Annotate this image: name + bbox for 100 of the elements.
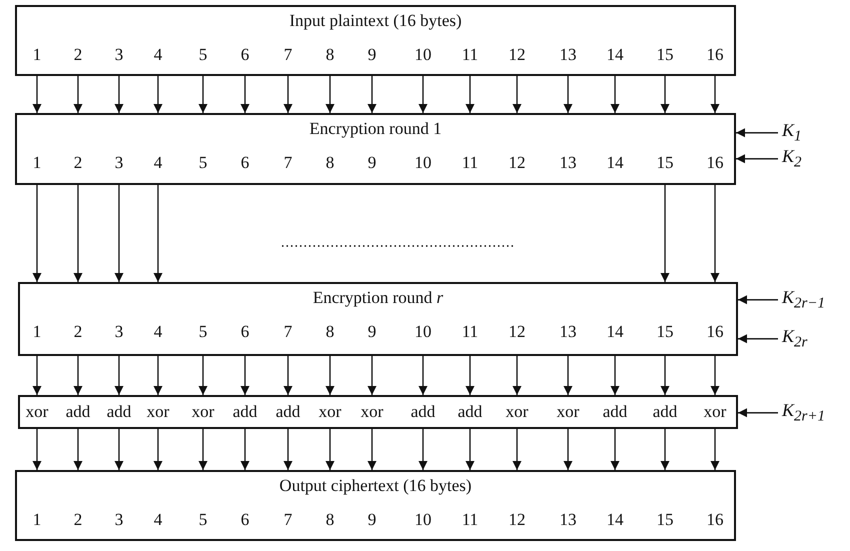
byte-number: 2 — [61, 510, 95, 539]
arrow — [325, 76, 335, 113]
operation-label: xor — [141, 397, 175, 427]
byte-number: 8 — [313, 322, 347, 354]
arrow — [367, 76, 377, 113]
arrow — [32, 429, 42, 470]
arrow — [325, 356, 335, 395]
byte-number: 11 — [453, 322, 487, 354]
arrow — [465, 76, 475, 113]
arrow — [610, 76, 620, 113]
byte-number: 1 — [20, 153, 54, 183]
arrow — [512, 356, 522, 395]
arrow — [153, 356, 163, 395]
stage-panel — [18, 395, 738, 429]
arrow — [283, 356, 293, 395]
byte-number: 15 — [648, 45, 682, 74]
arrow — [73, 356, 83, 395]
byte-number: 9 — [355, 45, 389, 74]
arrow — [738, 334, 778, 344]
arrow — [660, 76, 670, 113]
byte-number: 7 — [271, 510, 305, 539]
arrow — [73, 76, 83, 113]
byte-number: 7 — [271, 153, 305, 183]
operation-label: add — [598, 397, 632, 427]
operation-label: xor — [313, 397, 347, 427]
byte-number: 5 — [186, 322, 220, 354]
byte-number: 3 — [102, 153, 136, 183]
byte-number: 12 — [500, 322, 534, 354]
arrow — [114, 356, 124, 395]
byte-number: 7 — [271, 45, 305, 74]
byte-number: 1 — [20, 45, 54, 74]
byte-number: 11 — [453, 153, 487, 183]
byte-number: 4 — [141, 45, 175, 74]
operation-label: xor — [698, 397, 732, 427]
byte-number: 3 — [102, 322, 136, 354]
stage-panel — [18, 282, 738, 356]
arrow — [198, 76, 208, 113]
byte-number: 8 — [313, 510, 347, 539]
byte-number: 14 — [598, 510, 632, 539]
arrow — [283, 429, 293, 470]
operation-label: xor — [355, 397, 389, 427]
byte-number: 11 — [453, 45, 487, 74]
byte-number: 2 — [61, 45, 95, 74]
operation-label: add — [61, 397, 95, 427]
arrow — [367, 429, 377, 470]
byte-number: 13 — [551, 510, 585, 539]
arrow — [153, 429, 163, 470]
stage-panel — [15, 470, 736, 541]
byte-number: 2 — [61, 322, 95, 354]
arrow — [32, 76, 42, 113]
operation-label: xor — [20, 397, 54, 427]
arrow — [738, 295, 778, 304]
byte-number: 14 — [598, 322, 632, 354]
panel-title: Output ciphertext (16 bytes) — [278, 476, 473, 496]
byte-number: 13 — [551, 322, 585, 354]
arrow — [73, 185, 83, 282]
arrow — [240, 76, 250, 113]
arrow — [240, 356, 250, 395]
byte-number: 9 — [355, 510, 389, 539]
operation-label: add — [648, 397, 682, 427]
byte-number: 10 — [406, 153, 440, 183]
arrow — [114, 429, 124, 470]
arrow — [198, 356, 208, 395]
panel-title: Input plaintext (16 bytes) — [288, 11, 463, 31]
arrow — [73, 429, 83, 470]
arrow — [563, 429, 573, 470]
arrow — [153, 185, 163, 282]
byte-number: 14 — [598, 45, 632, 74]
byte-number: 12 — [500, 45, 534, 74]
arrow — [283, 76, 293, 113]
arrow — [563, 356, 573, 395]
operation-label: add — [228, 397, 262, 427]
arrow — [114, 185, 124, 282]
byte-number: 6 — [228, 322, 262, 354]
byte-number: 13 — [551, 45, 585, 74]
byte-number: 4 — [141, 322, 175, 354]
arrow — [660, 185, 670, 282]
arrow — [418, 356, 428, 395]
arrow — [738, 408, 778, 418]
stage-panel — [15, 5, 736, 76]
arrow — [512, 76, 522, 113]
key-label: K$_{1}$ — [782, 120, 802, 146]
arrow — [240, 429, 250, 470]
arrow — [418, 429, 428, 470]
byte-number: 9 — [355, 322, 389, 354]
byte-number: 8 — [313, 45, 347, 74]
byte-number: 9 — [355, 153, 389, 183]
operation-label: add — [406, 397, 440, 427]
arrow — [114, 76, 124, 113]
byte-number: 1 — [20, 322, 54, 354]
byte-number: 13 — [551, 153, 585, 183]
byte-number: 16 — [698, 322, 732, 354]
byte-number: 4 — [141, 153, 175, 183]
byte-number: 6 — [228, 45, 262, 74]
operation-label: add — [102, 397, 136, 427]
arrow — [710, 76, 720, 113]
byte-number: 15 — [648, 322, 682, 354]
byte-number: 12 — [500, 510, 534, 539]
key-label: K$_{2r−1}$ — [782, 287, 825, 313]
arrow — [660, 356, 670, 395]
